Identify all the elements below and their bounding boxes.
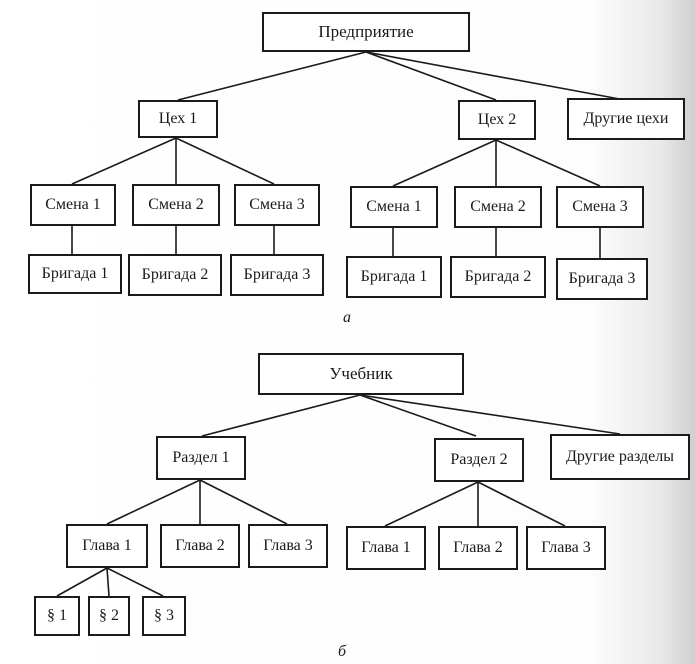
- link-chapter1-para1: [56, 567, 108, 597]
- link-section2-chapter1: [384, 481, 479, 527]
- link-workshop1-shift1: [71, 137, 177, 185]
- link-enterprise-other-workshops: [365, 51, 626, 101]
- node-workshop-1: Цех 1: [138, 100, 218, 138]
- node-chapter-2-b: Глава 2: [438, 526, 518, 570]
- link-section2-chapter3: [477, 481, 566, 527]
- node-brigade-3-a: Бригада 3: [230, 254, 324, 296]
- link-textbook-other-sections: [359, 394, 621, 435]
- node-shift-1-b: Смена 1: [350, 186, 438, 228]
- link-section1-chapter3: [199, 479, 288, 525]
- link-enterprise-workshop1: [177, 51, 367, 101]
- node-shift-2-a: Смена 2: [132, 184, 220, 226]
- link-section1-chapter1: [106, 479, 201, 525]
- link-enterprise-workshop2: [365, 51, 497, 101]
- node-chapter-3-b: Глава 3: [526, 526, 606, 570]
- link-textbook-section2: [359, 394, 477, 437]
- node-shift-1-a: Смена 1: [30, 184, 116, 226]
- node-paragraph-3: § 3: [142, 596, 186, 636]
- node-other-sections: Другие разделы: [550, 434, 690, 480]
- link-workshop2-shift3: [495, 139, 601, 187]
- node-brigade-2-b: Бригада 2: [450, 256, 546, 298]
- node-chapter-3-a: Глава 3: [248, 524, 328, 568]
- caption-b: б: [338, 643, 347, 660]
- caption-a: а: [343, 309, 351, 326]
- node-section-2: Раздел 2: [434, 438, 524, 482]
- node-workshop-2: Цех 2: [458, 100, 536, 140]
- node-paragraph-2: § 2: [88, 596, 130, 636]
- node-brigade-3-b: Бригада 3: [556, 258, 648, 300]
- node-shift-2-b: Смена 2: [454, 186, 542, 228]
- link-textbook-section1: [201, 394, 361, 437]
- node-chapter-2-a: Глава 2: [160, 524, 240, 568]
- node-section-1: Раздел 1: [156, 436, 246, 480]
- node-shift-3-b: Смена 3: [556, 186, 644, 228]
- node-textbook: Учебник: [258, 353, 464, 395]
- link-chapter1-para3: [106, 567, 164, 597]
- link-workshop2-shift1: [392, 139, 497, 187]
- node-brigade-1-a: Бригада 1: [28, 254, 122, 294]
- link-workshop1-shift3: [175, 137, 275, 185]
- node-other-workshops: Другие цехи: [567, 98, 685, 140]
- node-chapter-1-b: Глава 1: [346, 526, 426, 570]
- node-paragraph-1: § 1: [34, 596, 80, 636]
- node-chapter-1-a: Глава 1: [66, 524, 148, 568]
- link-chapter1-para2: [106, 567, 110, 597]
- node-shift-3-a: Смена 3: [234, 184, 320, 226]
- node-brigade-2-a: Бригада 2: [128, 254, 222, 296]
- node-brigade-1-b: Бригада 1: [346, 256, 442, 298]
- node-enterprise: Предприятие: [262, 12, 470, 52]
